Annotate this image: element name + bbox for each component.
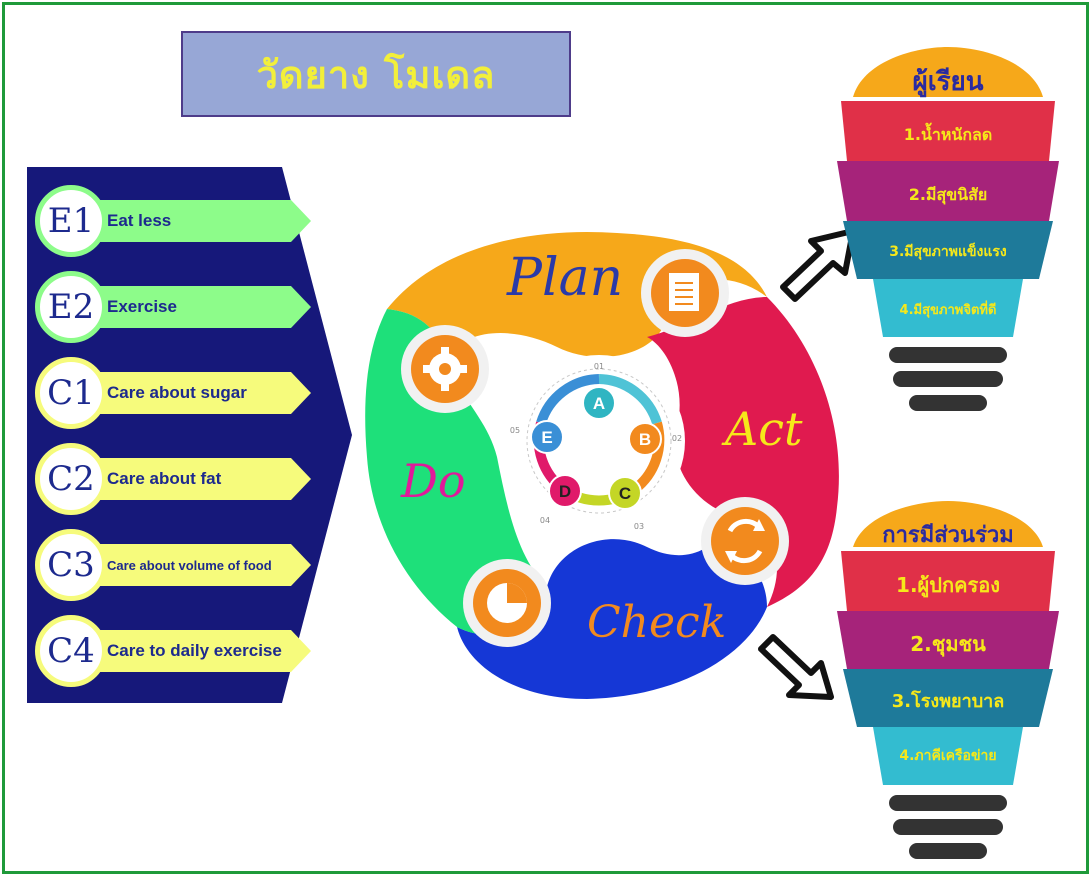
principle-banner: Eat less — [75, 200, 311, 242]
principle-row: Care about volume of food C3 — [35, 529, 315, 601]
pie-chart-icon — [463, 559, 551, 647]
participation-bulb: การมีส่วนร่วม 1.ผู้ปกครอง 2.ชุมชน 3.โรงพ… — [823, 501, 1073, 871]
learners-header: ผู้เรียน — [912, 67, 984, 97]
gear-icon — [401, 325, 489, 413]
refresh-icon — [701, 497, 789, 585]
principle-code-badge: C3 — [35, 529, 107, 601]
inner-letter-e: E — [541, 428, 552, 447]
do-label: Do — [400, 454, 466, 508]
principle-code-badge: E1 — [35, 185, 107, 257]
participation-item-4: 4.ภาคีเครือข่าย — [899, 748, 997, 764]
principle-label: Care about sugar — [107, 383, 247, 402]
principle-code: C3 — [47, 545, 95, 585]
principle-label: Care about volume of food — [107, 557, 272, 573]
principle-banner: Care about fat — [75, 458, 311, 500]
principle-row: Exercise E2 — [35, 271, 315, 343]
act-segment — [647, 297, 839, 607]
participation-header: การมีส่วนร่วม — [882, 523, 1014, 548]
pdca-cycle: A B C D E 01 02 03 04 05 — [347, 227, 867, 707]
principle-row: Eat less E1 — [35, 185, 315, 257]
principle-code-badge: C4 — [35, 615, 107, 687]
inner-number-04: 04 — [540, 516, 550, 525]
principle-banner: Care about volume of food — [75, 544, 311, 586]
participation-item-1: 1.ผู้ปกครอง — [896, 573, 1000, 597]
inner-letter-a: A — [593, 394, 605, 413]
learners-bulb: ผู้เรียน 1.น้ำหนักลด 2.มีสุขนิสัย 3.มีสุ… — [823, 47, 1073, 427]
principle-row: Care about fat C2 — [35, 443, 315, 515]
principle-label: Eat less — [107, 211, 172, 230]
page-title: วัดยาง โมเดล — [256, 52, 496, 97]
principle-label: Care about fat — [107, 469, 222, 488]
participation-item-3: 3.โรงพยาบาล — [891, 691, 1005, 712]
principle-code-badge: C2 — [35, 443, 107, 515]
inner-number-01: 01 — [594, 362, 604, 371]
check-segment — [457, 527, 767, 699]
principle-banner: Exercise — [75, 286, 311, 328]
learners-item-3: 3.มีสุขภาพแข็งแรง — [889, 244, 1007, 260]
document-icon — [641, 249, 729, 337]
principle-code: C2 — [47, 459, 95, 499]
principle-label: Exercise — [107, 297, 177, 316]
inner-number-05: 05 — [510, 426, 520, 435]
inner-letter-b: B — [639, 430, 651, 449]
principle-code: E1 — [47, 201, 95, 241]
inner-letter-c: C — [619, 484, 631, 503]
inner-letter-d: D — [559, 482, 571, 501]
arrow-to-participation-icon — [758, 634, 834, 700]
principle-code: C1 — [47, 373, 95, 413]
title-box: วัดยาง โมเดล — [181, 31, 571, 117]
learners-item-4: 4.มีสุขภาพจิตที่ดี — [899, 303, 997, 318]
principle-banner: Care about sugar — [75, 372, 311, 414]
principle-banner: Care to daily exercise — [75, 630, 311, 672]
inner-number-02: 02 — [672, 434, 682, 443]
check-label: Check — [587, 597, 726, 648]
principle-code-badge: C1 — [35, 357, 107, 429]
principle-label: Care to daily exercise — [107, 641, 282, 660]
principle-row: Care about sugar C1 — [35, 357, 315, 429]
plan-label: Plan — [506, 248, 623, 308]
principle-code-badge: E2 — [35, 271, 107, 343]
learners-item-1: 1.น้ำหนักลด — [903, 125, 993, 144]
inner-number-03: 03 — [634, 522, 644, 531]
learners-item-2: 2.มีสุขนิสัย — [908, 185, 988, 204]
act-label: Act — [721, 402, 803, 456]
principle-row: Care to daily exercise C4 — [35, 615, 315, 687]
participation-item-2: 2.ชุมชน — [910, 632, 986, 656]
principle-code: E2 — [47, 287, 95, 327]
principle-code: C4 — [47, 631, 95, 671]
arrow-to-learners-icon — [780, 228, 856, 302]
